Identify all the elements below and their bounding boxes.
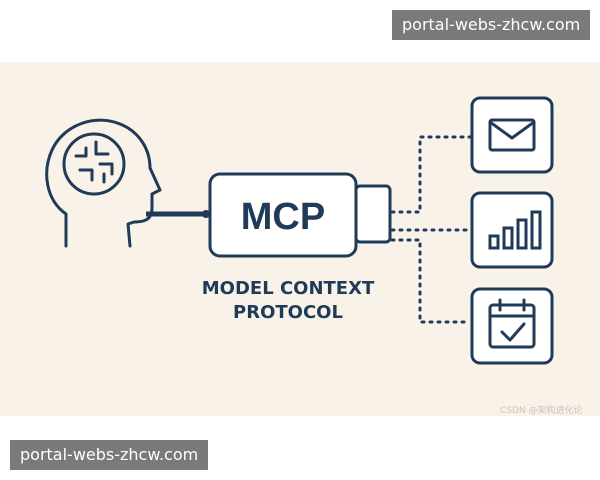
caption-line-2: PROTOCOL (233, 302, 343, 323)
cable (146, 210, 210, 218)
calendar-icon (470, 287, 554, 365)
mcp-label: MCP (241, 196, 325, 238)
watermark-top: portal-webs-zhcw.com (392, 10, 591, 40)
dotted-links (390, 135, 472, 324)
mcp-diagram: MCP MODEL CONTEXT PROTOCOL (45, 96, 554, 365)
mail-icon (470, 96, 554, 174)
mcp-connector: MCP (208, 172, 392, 258)
caption-line-1: MODEL CONTEXT (202, 278, 375, 299)
credit-text: CSDN @架构进化论 (500, 406, 583, 416)
bar-chart-icon (470, 191, 554, 269)
watermark-bottom: portal-webs-zhcw.com (10, 440, 209, 470)
brain-head-icon (45, 118, 162, 248)
